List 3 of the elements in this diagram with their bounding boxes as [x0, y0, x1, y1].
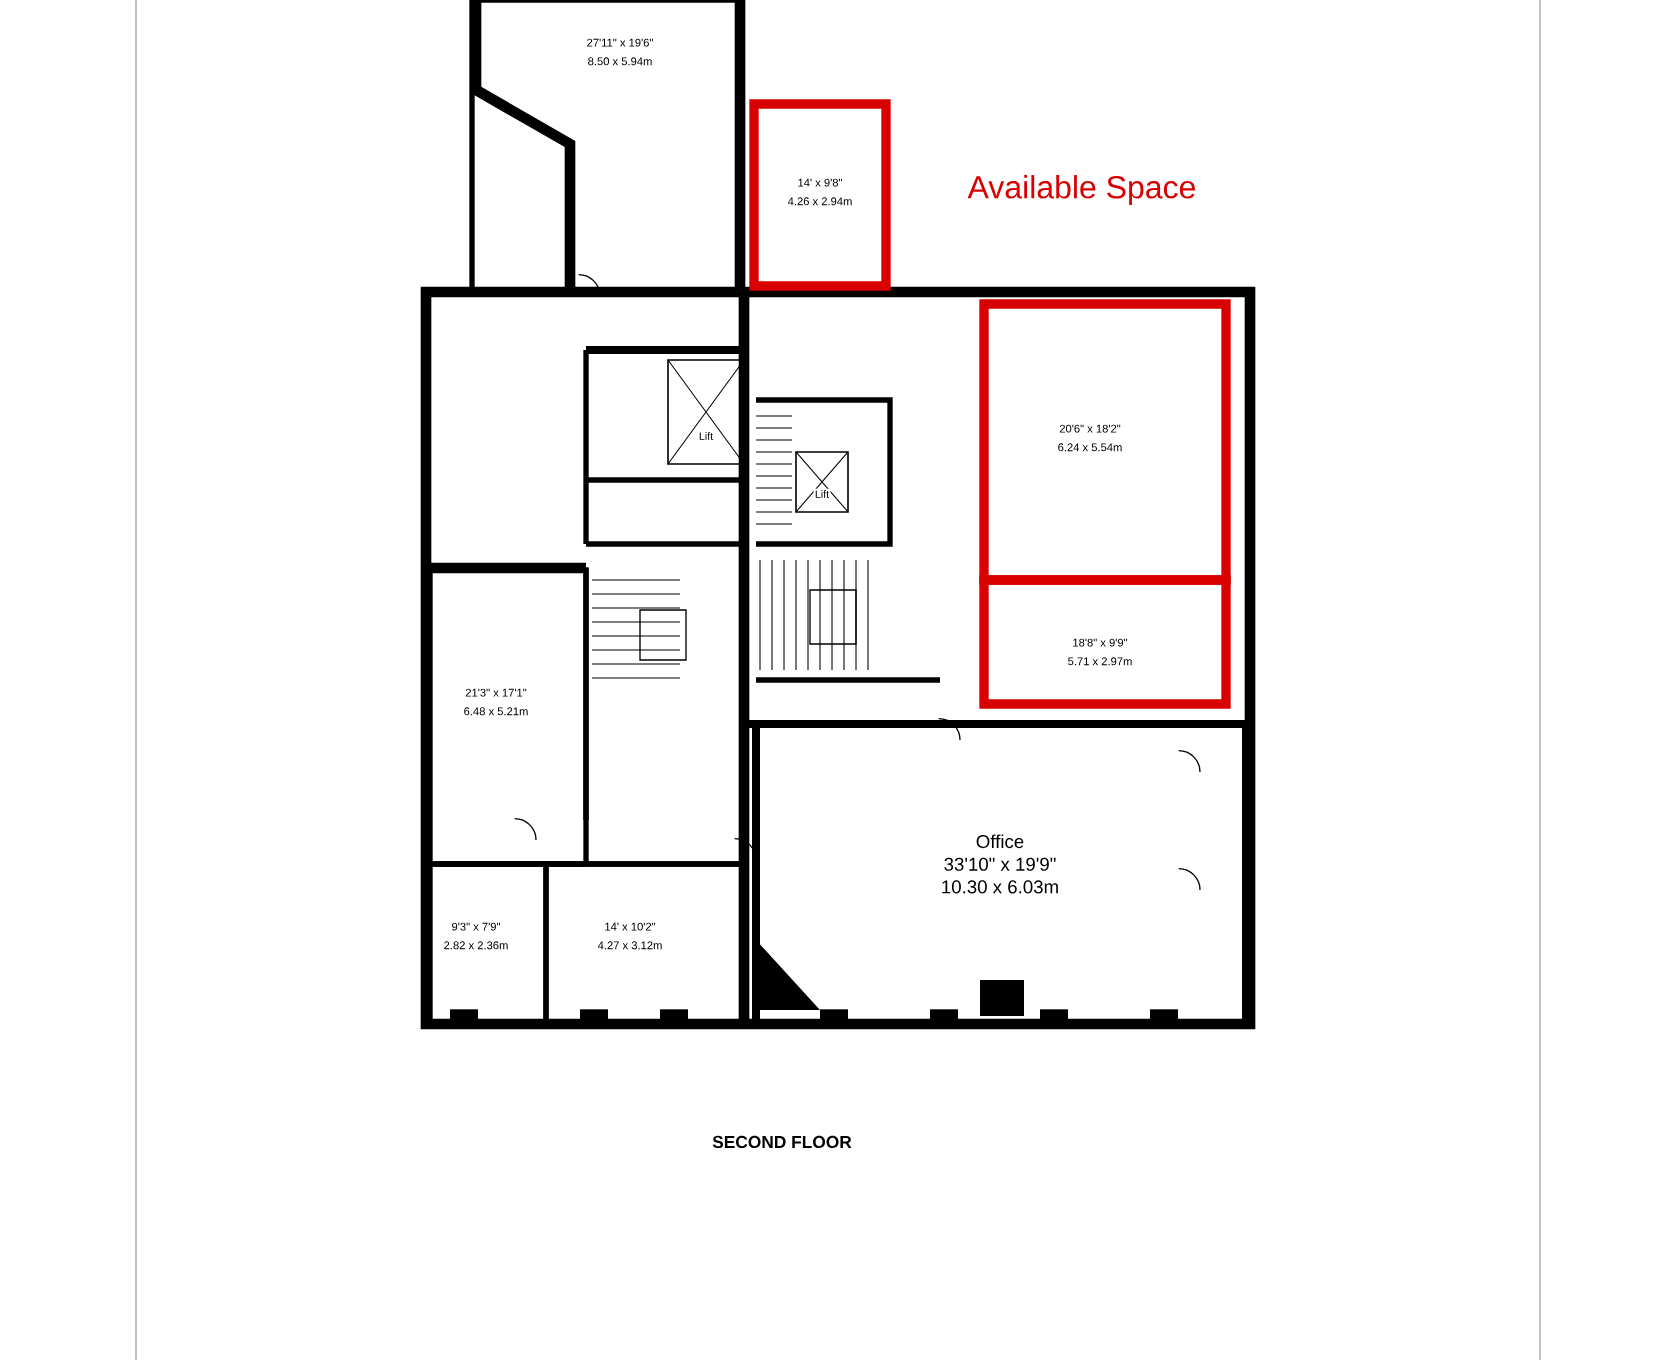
room: Office 33'10" x 19'9" 10.30 x 6.03m [752, 719, 1250, 1028]
floor-title: SECOND FLOOR [712, 1135, 852, 1149]
available-space-label: Available Space [967, 175, 1195, 205]
